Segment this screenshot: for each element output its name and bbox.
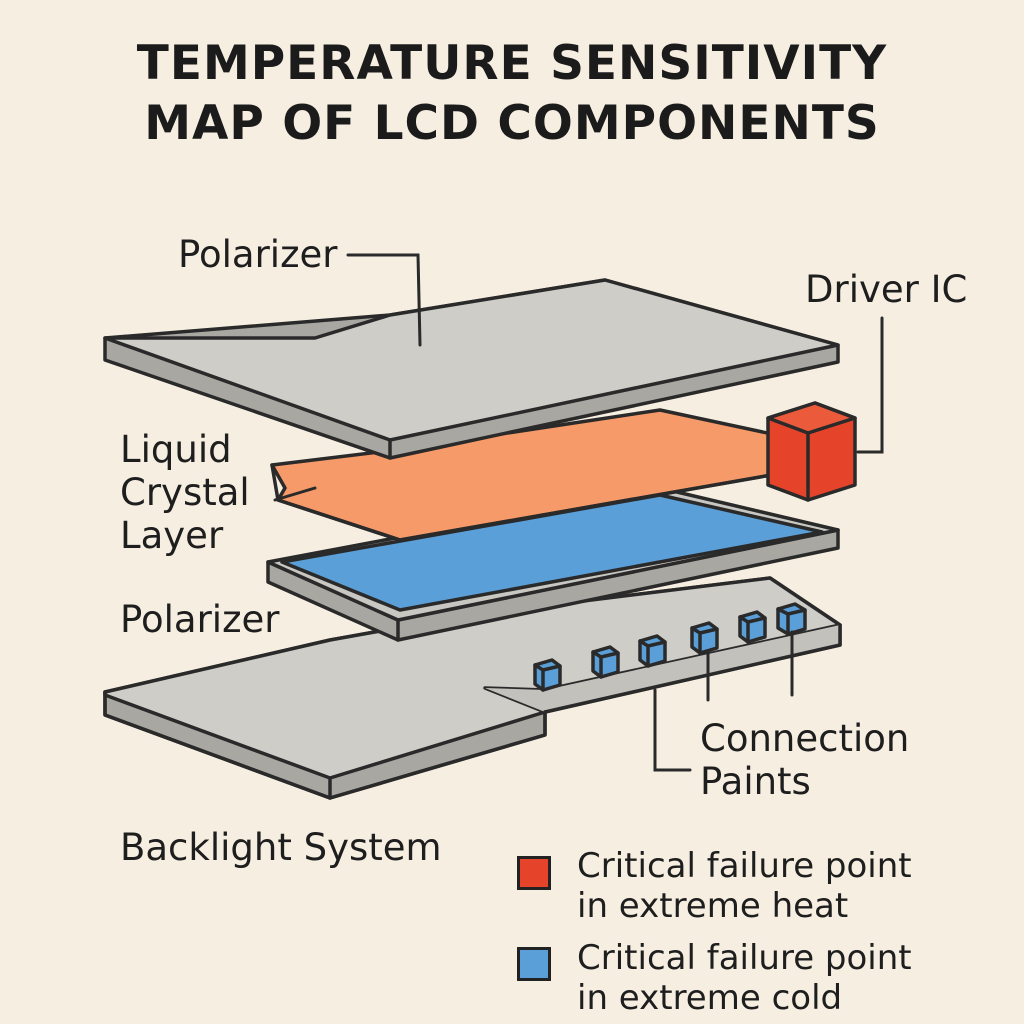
label-liquid-crystal-line-3: Layer: [120, 514, 224, 557]
label-connection-paints-line-2: Paints: [700, 760, 811, 803]
label-liquid-crystal-line-1: Liquid: [120, 428, 232, 471]
label-connection-paints: Connection Paints: [700, 717, 909, 803]
connection-point: [533, 658, 562, 692]
label-polarizer-bottom: Polarizer: [120, 598, 280, 641]
polarizer-top-plate: [103, 278, 840, 460]
backlight-plate: [103, 576, 842, 800]
leader-liquid-crystal: [273, 486, 317, 502]
label-backlight-system: Backlight System: [120, 826, 442, 869]
leader-connection-1: [653, 688, 692, 772]
legend-swatch-heat: [517, 856, 551, 890]
connection-point: [690, 621, 719, 655]
title-line-2: MAP OF LCD COMPONENTS: [144, 96, 880, 151]
driver-ic-chip: [766, 401, 857, 502]
connection-point: [591, 645, 620, 679]
connection-point: [738, 610, 767, 644]
legend-cold-line-1: Critical failure point: [577, 938, 912, 978]
title-line-1: TEMPERATURE SENSITIVITY: [136, 36, 888, 91]
legend-heat-line-2: in extreme heat: [577, 886, 849, 926]
connection-point: [776, 602, 807, 636]
label-connection-paints-line-1: Connection: [700, 717, 910, 760]
leader-driver-ic: [856, 316, 884, 454]
label-driver-ic: Driver IC: [805, 268, 968, 311]
label-liquid-crystal-line-2: Crystal: [120, 471, 250, 514]
legend-heat-line-1: Critical failure point: [577, 846, 912, 886]
connection-point: [638, 634, 667, 668]
polarizer-bottom-layer: [266, 486, 840, 642]
legend-cold-line-2: in extreme cold: [577, 978, 843, 1018]
diagram-title: TEMPERATURE SENSITIVITY MAP OF LCD COMPO…: [0, 34, 1024, 154]
leader-polarizer-top: [346, 253, 422, 347]
legend-text-heat: Critical failure point in extreme heat: [577, 846, 912, 926]
label-polarizer-top: Polarizer: [178, 233, 338, 276]
connection-points: [533, 602, 807, 692]
label-liquid-crystal: Liquid Crystal Layer: [120, 428, 250, 557]
legend-text-cold: Critical failure point in extreme cold: [577, 938, 912, 1018]
legend-swatch-cold: [517, 947, 551, 981]
